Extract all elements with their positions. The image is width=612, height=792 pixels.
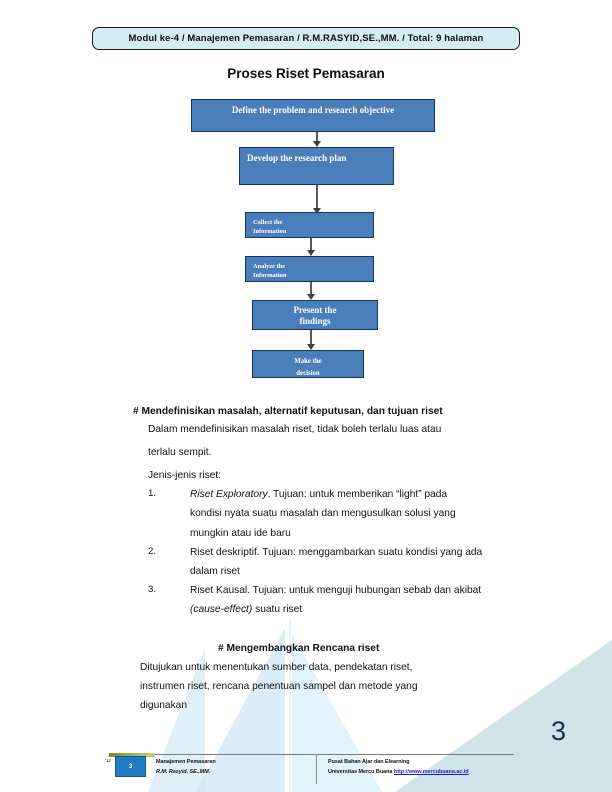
list-item-number: 1. (148, 488, 157, 499)
list-item-tail-rest: suatu riset (252, 604, 303, 616)
list-item-tail-italic: (cause-effect) (190, 604, 253, 616)
footer-lecturer-name: R.M. Rasyid, SE.,MM. (156, 769, 211, 775)
list-item-line: (cause-effect) suatu riset (190, 600, 578, 619)
footer-unit-name: Pusat Bahan Ajar dan Elearning (328, 759, 410, 765)
list-item-number: 3. (148, 584, 157, 595)
list-item-line: Riset Exploratory. Tujuan: untuk memberi… (190, 485, 568, 504)
page-footer: '12 3 Manajemen Pemasaran R.M. Rasyid, S… (105, 753, 514, 784)
section-two-paragraph-line-2: instrumen riset, rencana penentuan sampe… (140, 681, 418, 692)
flow-step-label: Make the decision (294, 358, 322, 377)
list-item: 1. Riset Exploratory. Tujuan: untuk memb… (148, 485, 568, 543)
module-banner: Modul ke-4 / Manajemen Pemasaran / R.M.R… (92, 27, 520, 50)
footer-left-column: Manajemen Pemasaran R.M. Rasyid, SE.,MM. (156, 757, 216, 777)
footer-logo-tab (109, 753, 155, 757)
module-banner-text: Modul ke-4 / Manajemen Pemasaran / R.M.R… (128, 33, 484, 44)
flow-step-collect-information[interactable]: Collect the Information (245, 212, 374, 238)
page-title: Proses Riset Pemasaran (227, 66, 385, 81)
footer-course-name: Manajemen Pemasaran (156, 759, 216, 765)
flow-step-label: Define the problem and research objectiv… (231, 105, 395, 115)
list-item-lead-rest: . Tujuan: untuk memberikan “light” pada (267, 489, 448, 500)
list-item-body: Riset deskriptif. Tujuan: menggambarkan … (190, 543, 578, 582)
flow-step-analyze-information[interactable]: Analyze the Information (245, 256, 374, 282)
list-item-body: Riset Exploratory. Tujuan: untuk memberi… (190, 485, 568, 543)
section-one-paragraph-line-1: Dalam mendefinisikan masalah riset, tida… (148, 424, 442, 435)
footer-website-link[interactable]: http://www.mercubuana.ac.id (393, 769, 469, 775)
footer-column-divider (316, 754, 317, 784)
flow-step-make-decision[interactable]: Make the decision (252, 350, 364, 378)
list-item: 3. Riset Kausal. Tujuan: untuk menguji h… (148, 581, 578, 620)
list-item-body: Riset Kausal. Tujuan: untuk menguji hubu… (190, 581, 578, 620)
flow-step-label: Develop the research plan (247, 153, 347, 163)
section-two-paragraph-line-1: Ditujukan untuk menentukan sumber data, … (140, 662, 413, 673)
flow-step-present-findings[interactable]: Present the findings (252, 300, 378, 330)
flow-step-label: Collect the Information (253, 219, 287, 236)
footer-right-column: Pusat Bahan Ajar dan Elearning Universit… (328, 757, 469, 777)
flow-step-label: Present the findings (293, 305, 337, 326)
footer-logo: 3 (115, 756, 146, 777)
list-item-number: 2. (148, 546, 157, 557)
footer-university-name: Universitas Mercu Buana (328, 769, 394, 775)
page-number: 3 (550, 716, 566, 746)
list-item-line: Riset deskriptif. Tujuan: menggambarkan … (190, 547, 483, 558)
list-item-line: mungkin atau ide baru (190, 527, 291, 539)
list-item-line: Riset Kausal. Tujuan: untuk menguji hubu… (190, 585, 482, 596)
section-two-paragraph-line-3: digunakan (140, 700, 188, 711)
list-item-line: kondisi nyata suatu masalah dan mengusul… (190, 508, 456, 520)
list-item-line: dalam riset (190, 566, 240, 578)
section-two-heading: # Mengembangkan Rencana riset (218, 643, 380, 654)
flow-step-develop-plan[interactable]: Develop the research plan (239, 147, 394, 185)
flow-step-define-problem[interactable]: Define the problem and research objectiv… (191, 99, 435, 132)
section-one-heading: # Mendefinisikan masalah, alternatif kep… (133, 406, 443, 417)
flow-step-label: Analyze the Information (253, 263, 287, 280)
section-one-paragraph-line-2: terlalu sempit. (148, 447, 212, 458)
footer-year-label: '12 (105, 758, 111, 763)
list-item-lead-italic: Riset Exploratory (190, 489, 268, 500)
footer-university-line: Universitas Mercu Buana http://www.mercu… (328, 767, 469, 777)
section-one-list-intro: Jenis-jenis riset: (148, 470, 222, 481)
list-item: 2. Riset deskriptif. Tujuan: menggambark… (148, 543, 578, 582)
